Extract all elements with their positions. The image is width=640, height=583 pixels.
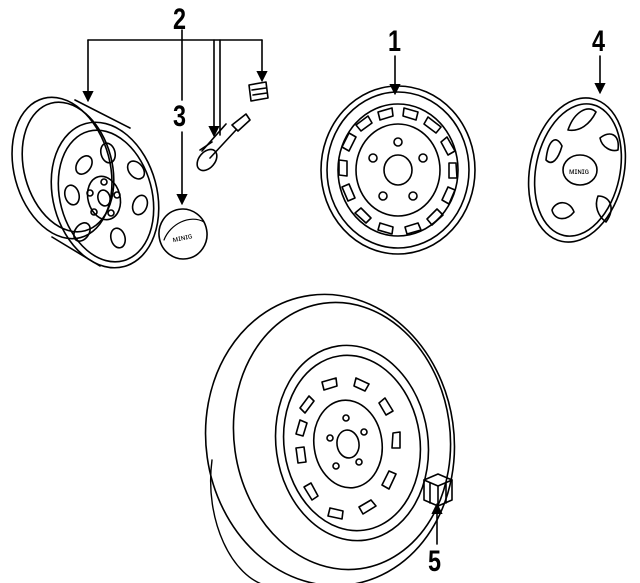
callout-5: 5 — [428, 545, 442, 578]
alloy-wheel-icon — [0, 86, 174, 280]
callout-2: 2 — [173, 3, 187, 36]
callout-1: 1 — [388, 25, 402, 58]
spare-tire-icon — [187, 278, 473, 583]
valve-cap-icon — [249, 82, 268, 101]
valve-stem-icon — [193, 114, 250, 174]
lug-nut-icon — [424, 474, 452, 506]
svg-text:ᴍɪɴɪɢ: ᴍɪɴɪɢ — [172, 231, 194, 244]
steel-wheel-icon — [321, 86, 475, 254]
leader-lines — [82, 30, 606, 544]
callout-4: 4 — [592, 25, 606, 58]
svg-text:ᴍɪɴɪɢ: ᴍɪɴɪɢ — [569, 167, 589, 176]
callout-3: 3 — [173, 100, 187, 133]
center-cap-icon: ᴍɪɴɪɢ — [155, 205, 211, 263]
wheel-cover-icon: ᴍɪɴɪɢ — [516, 89, 638, 251]
